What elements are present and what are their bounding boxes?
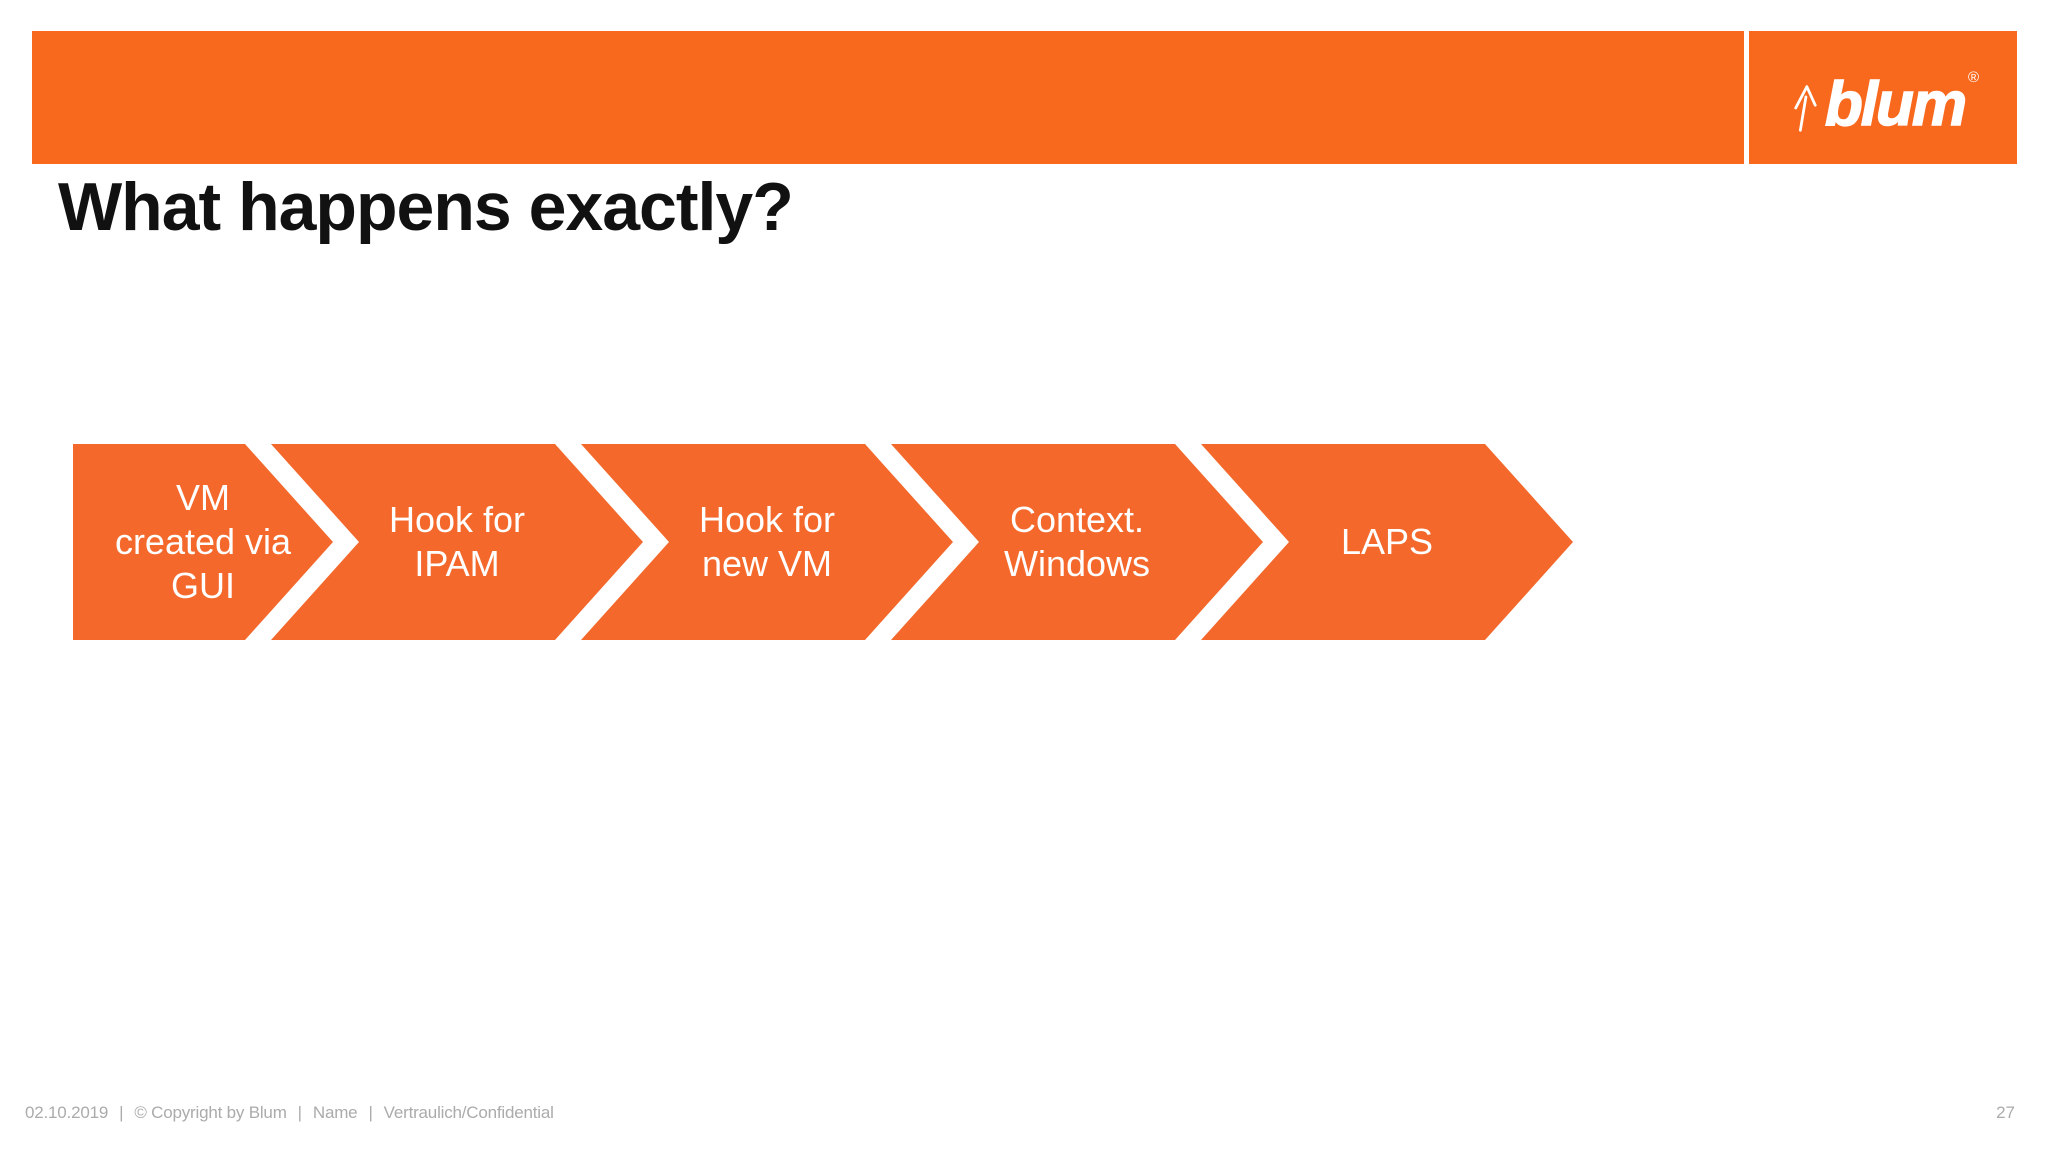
footer-separator: |: [297, 1103, 302, 1122]
blum-up-arrow-icon: [1794, 84, 1817, 132]
footer-separator: |: [368, 1103, 373, 1122]
step-line: Windows: [1003, 543, 1151, 584]
footer-copyright: © Copyright by Blum: [134, 1103, 287, 1122]
step-line: created via: [114, 521, 292, 563]
step-label: Context.Windows: [1004, 498, 1150, 586]
header-bar: [32, 31, 1744, 164]
slide-title: What happens exactly?: [58, 169, 794, 245]
page-number: 27: [1996, 1103, 2015, 1122]
step-line: Context.: [1009, 499, 1145, 541]
step-line: VM: [175, 477, 230, 519]
step-line: GUI: [170, 564, 235, 606]
logo-block: blum ®: [1749, 31, 2017, 164]
step-label: LAPS: [1341, 520, 1433, 564]
step-line: Hook for: [388, 499, 526, 541]
footer-date: 02.10.2019: [25, 1103, 109, 1122]
footer-confidential: Vertraulich/Confidential: [383, 1103, 554, 1122]
footer: 02.10.2019 | © Copyright by Blum | Name …: [25, 1103, 554, 1123]
footer-name: Name: [312, 1103, 358, 1122]
registered-trademark-mark: ®: [1968, 68, 1980, 86]
step-line: LAPS: [1340, 521, 1434, 563]
blum-logo: blum ®: [1787, 60, 1979, 136]
footer-separator: |: [119, 1103, 124, 1122]
step-line: new VM: [701, 543, 833, 584]
step-line: Hook for: [698, 499, 836, 541]
step-line: IPAM: [414, 543, 500, 584]
blum-logo-text: blum: [1824, 69, 1968, 139]
